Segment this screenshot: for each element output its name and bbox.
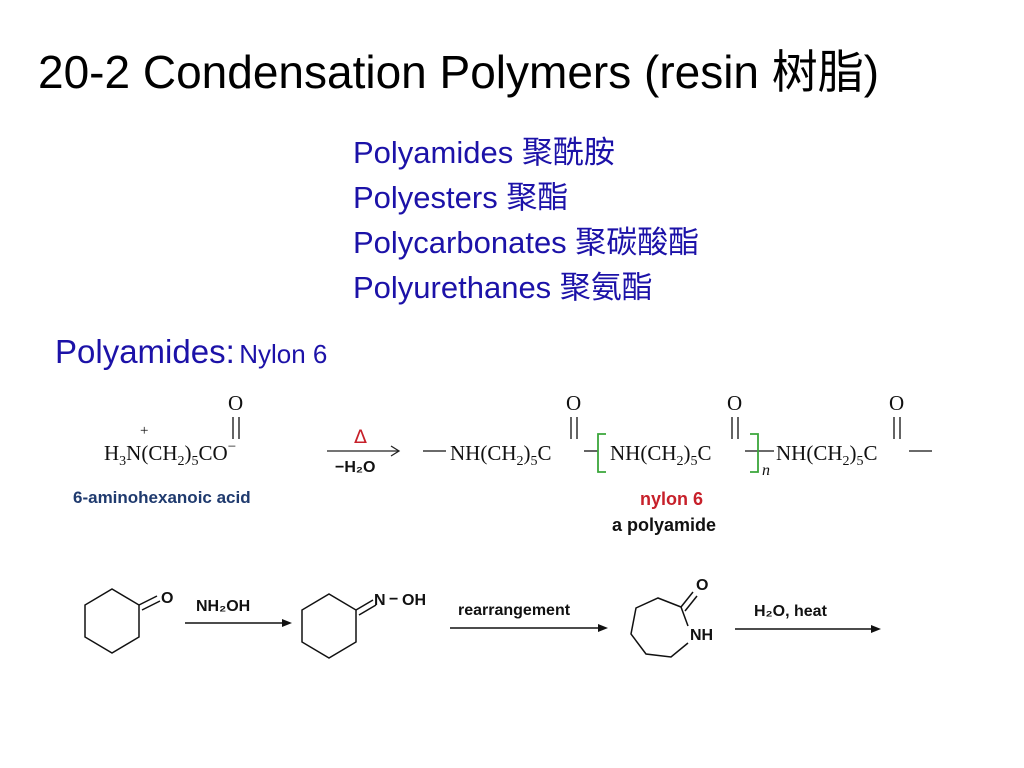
oxime-bond-a [355,599,374,611]
heat-arrow: Δ −H₂O [327,426,401,476]
monomer-carbonyl-o: O [228,391,243,415]
polymer-class-list: Polyamides 聚酰胺 Polyesters 聚酯 Polycarbona… [353,130,699,310]
reaction2-arrow1-head [282,619,292,627]
ketone-oxygen: O [161,590,173,607]
reaction2-arrow3-head [871,625,881,633]
lactam-co-bond-b [684,595,698,612]
polymer-carbonyl-o-2: O [727,391,742,415]
list-item-polyurethanes: Polyurethanes 聚氨酯 [353,270,653,305]
ketone-bond-a [138,595,158,606]
oxime-dash: − [389,591,398,608]
repeat-count-n: n [762,462,770,479]
polymer-unit-1: NH(CH2)5C [450,441,552,469]
oxime-ring [301,593,357,659]
list-item-polyesters: Polyesters 聚酯 [353,180,569,215]
subheading-main: Polyamides: [55,333,235,370]
heat-symbol: Δ [354,426,367,448]
lactam-nh: NH [690,627,713,644]
oxime-nitrogen: N [374,592,386,609]
subheading-sub: Nylon 6 [239,339,328,369]
caprolactam-ring [630,597,689,658]
lactam-co-bond-a [680,591,694,608]
monomer-formula: H3N(CH2)5CO− [104,439,236,469]
reaction2-arrow2-head [598,624,608,632]
oxime-structure: N − OH [301,591,426,659]
ketone-bond-b [141,600,161,611]
oxime-hydroxyl: OH [402,592,426,609]
polymer-carbonyl-o-1: O [566,391,581,415]
reaction1-arrow-head [390,445,401,457]
list-item-polyamides: Polyamides 聚酰胺 [353,135,615,170]
monomer-plus-charge: + [140,423,148,439]
section-subheading: Polyamides: Nylon 6 [55,333,327,371]
product-name: nylon 6 [640,489,703,509]
slide-title: 20-2 Condensation Polymers (resin 树脂) [38,46,880,98]
monomer-name: 6-aminohexanoic acid [73,488,251,507]
hydroxylamine-arrow: NH₂OH [185,598,292,627]
reagent-water-heat: H₂O, heat [754,603,828,620]
rearrangement-arrow: rearrangement [450,602,608,632]
list-item-polycarbonates: Polycarbonates 聚碳酸酯 [353,225,700,260]
reagent-hydroxylamine: NH₂OH [196,598,250,615]
water-loss-label: −H₂O [335,459,375,476]
reagent-rearrangement: rearrangement [458,602,571,619]
oxime-bond-b [358,604,377,616]
cyclohexanone-ring [84,588,140,654]
nylon-polymer-structure: NH(CH2)5C O NH(CH2)5C O n NH(CH2)5C O ny… [423,391,932,535]
repeat-bracket-left [597,433,606,473]
polymer-repeat-unit: NH(CH2)5C [610,441,712,469]
polymer-carbonyl-o-3: O [889,391,904,415]
monomer-structure: + O H3N(CH2)5CO− 6-aminohexanoic acid [73,391,251,507]
cyclohexanone-structure: O [84,588,173,654]
repeat-bracket-right [750,433,759,473]
product-class: a polyamide [612,515,716,535]
polymer-unit-3: NH(CH2)5C [776,441,878,469]
lactam-oxygen: O [696,577,708,594]
hydrolysis-arrow: H₂O, heat [735,603,881,633]
caprolactam-structure: O NH [630,577,713,658]
